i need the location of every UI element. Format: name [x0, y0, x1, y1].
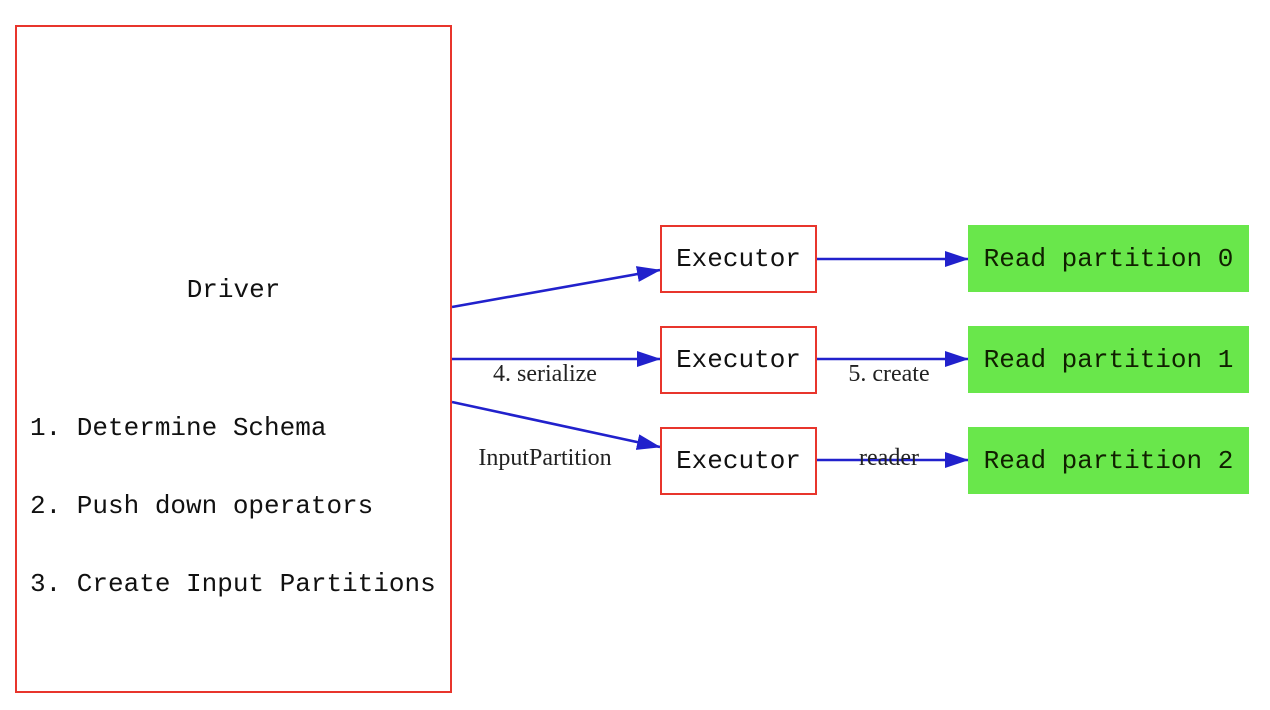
- create-reader-label-line-1: 5. create: [848, 361, 930, 387]
- read-partition-label: Read partition 2: [983, 445, 1234, 476]
- create-reader-label-line-2: reader: [859, 445, 919, 471]
- driver-step-2: 2. Push down operators: [30, 491, 374, 521]
- driver-step-3: 3. Create Input Partitions: [30, 569, 436, 599]
- read-partition-label: Read partition 1: [983, 344, 1234, 375]
- read-partition-box-0: Read partition 0: [968, 225, 1249, 292]
- driver-title: Driver: [186, 275, 281, 305]
- serialize-label-line-1: 4. serialize: [493, 361, 597, 387]
- executor-label: Executor: [676, 446, 801, 476]
- serialize-inputpartition-label: 4. serialize InputPartition: [425, 304, 665, 528]
- executor-label: Executor: [676, 244, 801, 274]
- executor-label: Executor: [676, 345, 801, 375]
- executor-box-1: Executor: [660, 326, 817, 394]
- read-partition-box-1: Read partition 1: [968, 326, 1249, 393]
- executor-box-2: Executor: [660, 427, 817, 495]
- arrow-driver-to-executor-0: [451, 266, 661, 309]
- executor-box-0: Executor: [660, 225, 817, 293]
- driver-step-1: 1. Determine Schema: [30, 413, 327, 443]
- read-partition-box-2: Read partition 2: [968, 427, 1249, 494]
- serialize-label-line-2: InputPartition: [478, 445, 612, 471]
- read-partition-label: Read partition 0: [983, 243, 1234, 274]
- driver-box: Driver 1. Determine Schema 2. Push down …: [15, 25, 452, 693]
- create-reader-label: 5. create reader: [789, 304, 989, 528]
- driver-steps-list: 1. Determine Schema 2. Push down operato…: [30, 363, 436, 649]
